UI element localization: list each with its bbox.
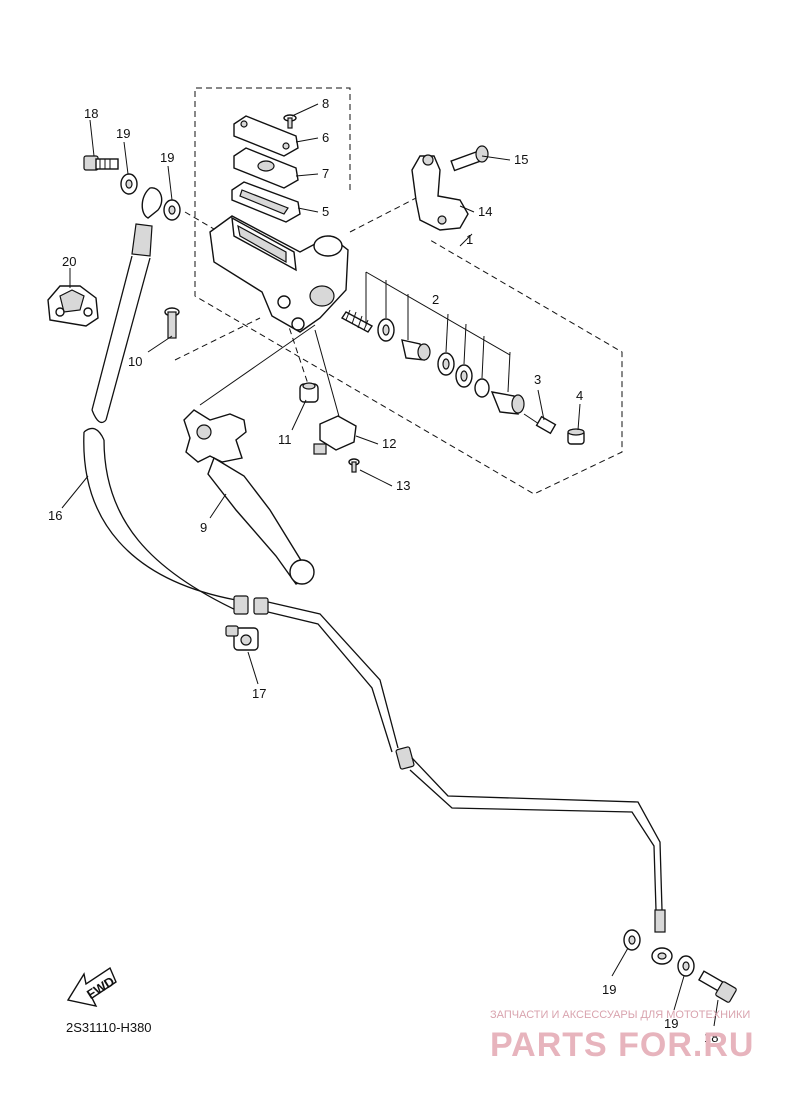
callout-19-b: 19 xyxy=(160,150,174,165)
washer-hole xyxy=(168,205,176,215)
lever-nut xyxy=(299,382,319,403)
washer-hole xyxy=(628,935,636,945)
clutch-lever xyxy=(183,409,315,585)
banjo-bolt-top xyxy=(83,155,119,171)
callout-17: 17 xyxy=(252,686,266,701)
diaphragm-plate xyxy=(233,147,299,189)
watermark-tagline: ЗАПЧАСТИ И АКСЕССУАРЫ ДЛЯ МОТОТЕХНИКИ xyxy=(490,1009,750,1021)
callout-12: 12 xyxy=(382,436,396,451)
push-rod xyxy=(523,413,557,435)
switch-screw xyxy=(348,458,360,473)
callout-10: 10 xyxy=(128,354,142,369)
callout-8: 8 xyxy=(322,96,329,111)
callout-2: 2 xyxy=(432,292,439,307)
callout-16: 16 xyxy=(48,508,62,523)
callout-leaders xyxy=(61,103,719,1027)
callout-15: 15 xyxy=(514,152,528,167)
callout-11: 11 xyxy=(278,432,292,447)
banjo-bolt-bottom xyxy=(698,970,737,1003)
callout-labels: 18 19 19 20 8 6 7 5 15 14 1 2 3 4 10 11 … xyxy=(48,96,718,1045)
bar-holder xyxy=(411,154,469,231)
washer-hole xyxy=(682,961,690,971)
callout-14: 14 xyxy=(478,204,492,219)
hose-guide xyxy=(225,625,259,651)
dust-boot xyxy=(567,428,585,445)
callout-19-d: 19 xyxy=(664,1016,678,1031)
hose-clamp xyxy=(47,285,99,327)
callout-13: 13 xyxy=(396,478,410,493)
callout-1: 1 xyxy=(466,232,473,247)
callout-3: 3 xyxy=(534,372,541,387)
callout-20: 20 xyxy=(62,254,76,269)
callout-4: 4 xyxy=(576,388,583,403)
master-cylinder-body xyxy=(209,215,349,333)
callout-6: 6 xyxy=(322,130,329,145)
reservoir-cover xyxy=(233,115,299,157)
cover-screw xyxy=(283,114,297,129)
holder-bolt xyxy=(450,145,489,172)
clutch-switch xyxy=(313,415,357,455)
callout-19-a: 19 xyxy=(116,126,130,141)
callout-5: 5 xyxy=(322,204,329,219)
callout-18-bottom: 18 xyxy=(704,1030,718,1045)
piston-kit xyxy=(340,309,525,415)
fwd-arrow-icon: FWD xyxy=(66,966,117,1007)
hydraulic-hose xyxy=(83,187,673,965)
callout-18-top: 18 xyxy=(84,106,98,121)
watermark-brand: PARTS FOR.RU xyxy=(490,1026,754,1064)
lever-pivot-bolt xyxy=(164,307,180,339)
diagram-code: 2S31110-H380 xyxy=(66,1020,152,1035)
washer-hole xyxy=(125,179,133,189)
diaphragm xyxy=(231,181,301,223)
callout-7: 7 xyxy=(322,166,329,181)
assembly-boundary xyxy=(194,87,623,495)
callout-9: 9 xyxy=(200,520,207,535)
callout-19-c: 19 xyxy=(602,982,616,997)
